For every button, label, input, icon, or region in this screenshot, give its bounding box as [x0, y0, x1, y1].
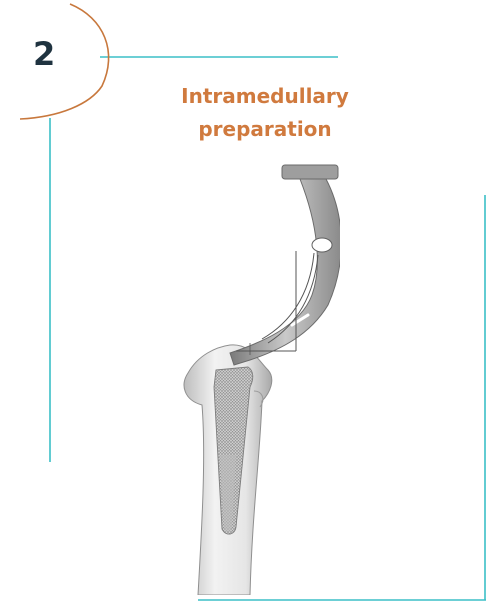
- step-number: 2: [33, 38, 55, 70]
- page-title: Intramedullary preparation: [150, 80, 380, 146]
- femur-broach-illustration: [150, 155, 340, 595]
- title-line-1: Intramedullary: [150, 80, 380, 113]
- title-line-2: preparation: [150, 113, 380, 146]
- broach-handle-icon: [230, 165, 340, 365]
